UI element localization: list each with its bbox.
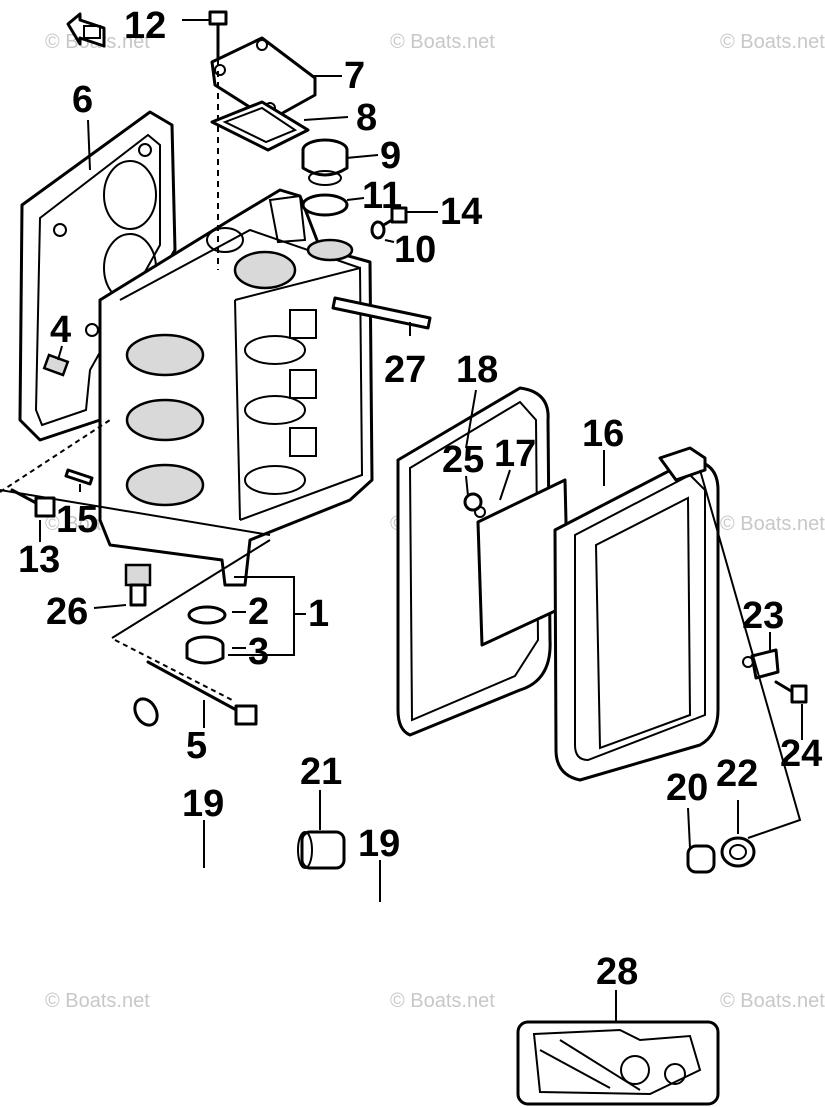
part-11-o-ring xyxy=(301,193,349,217)
hose-routing-line xyxy=(699,469,802,839)
part-23-clip xyxy=(742,648,780,680)
callout-22: 22 xyxy=(716,753,758,795)
front-arrow-icon xyxy=(66,12,106,48)
leader-lines xyxy=(39,19,803,1022)
part-21-sleeve xyxy=(297,830,346,870)
part-14-bolt xyxy=(380,206,408,228)
part-15-key xyxy=(64,468,94,486)
part-10-washer xyxy=(370,220,386,240)
part-25-screw xyxy=(463,492,486,518)
watermark: © Boats.net xyxy=(45,990,150,1012)
part-18-cover-gasket xyxy=(396,386,552,737)
callout-28: 28 xyxy=(596,951,638,993)
part-28-gasket-kit xyxy=(516,1020,720,1106)
callout-26: 26 xyxy=(46,591,88,633)
callout-13: 13 xyxy=(18,539,60,581)
part-16-cover xyxy=(553,446,720,782)
callout-14: 14 xyxy=(440,191,482,233)
callout-4: 4 xyxy=(50,309,71,351)
part-8-gasket xyxy=(210,100,310,152)
callout-12: 12 xyxy=(124,5,166,47)
callout-16: 16 xyxy=(582,413,624,455)
part-5-bolt xyxy=(146,660,258,726)
watermarks: © Boats.net © Boats.net © Boats.net © Bo… xyxy=(45,31,825,1012)
part-7-cover xyxy=(210,36,317,122)
part-19-hose xyxy=(64,697,692,924)
callout-17: 17 xyxy=(494,433,536,475)
callout-19: 19 xyxy=(182,783,224,825)
callout-27: 27 xyxy=(384,349,426,391)
callout-7: 7 xyxy=(344,55,365,97)
part-2-o-ring xyxy=(187,605,227,625)
part-22-clamp xyxy=(720,836,756,868)
callout-19: 19 xyxy=(358,823,400,865)
part-9-thermostat xyxy=(301,138,349,186)
callout-numbers: 12 7 8 6 9 11 14 10 4 27 18 16 17 25 15 … xyxy=(18,5,822,993)
callout-6: 6 xyxy=(72,79,93,121)
cylinder-block xyxy=(98,188,374,587)
callout-24: 24 xyxy=(780,733,822,775)
part-12-bolt xyxy=(208,10,228,270)
callout-9: 9 xyxy=(380,135,401,177)
watermark: © Boats.net xyxy=(720,990,825,1012)
callout-21: 21 xyxy=(300,751,342,793)
callout-10: 10 xyxy=(394,229,436,271)
callout-5: 5 xyxy=(186,725,207,767)
explosion-lines xyxy=(0,419,271,701)
callout-2: 2 xyxy=(248,591,269,633)
callout-25: 25 xyxy=(442,439,484,481)
part-20-hose-end xyxy=(686,844,716,874)
callout-15: 15 xyxy=(56,499,98,541)
callout-11: 11 xyxy=(362,175,402,217)
callout-3: 3 xyxy=(248,631,269,673)
callout-20: 20 xyxy=(666,767,708,809)
watermark: © Boats.net xyxy=(720,31,825,53)
callout-23: 23 xyxy=(742,595,784,637)
part-27-pin xyxy=(331,296,432,330)
part-3-cap xyxy=(185,635,225,665)
callout-18: 18 xyxy=(456,349,498,391)
part-26-fitting xyxy=(124,563,152,607)
watermark: © Boats.net xyxy=(390,31,495,53)
part-24-bolt xyxy=(774,680,808,704)
callout-8: 8 xyxy=(356,97,377,139)
watermark: © Boats.net xyxy=(390,990,495,1012)
watermark: © Boats.net xyxy=(720,513,825,535)
callout-1: 1 xyxy=(308,593,329,635)
